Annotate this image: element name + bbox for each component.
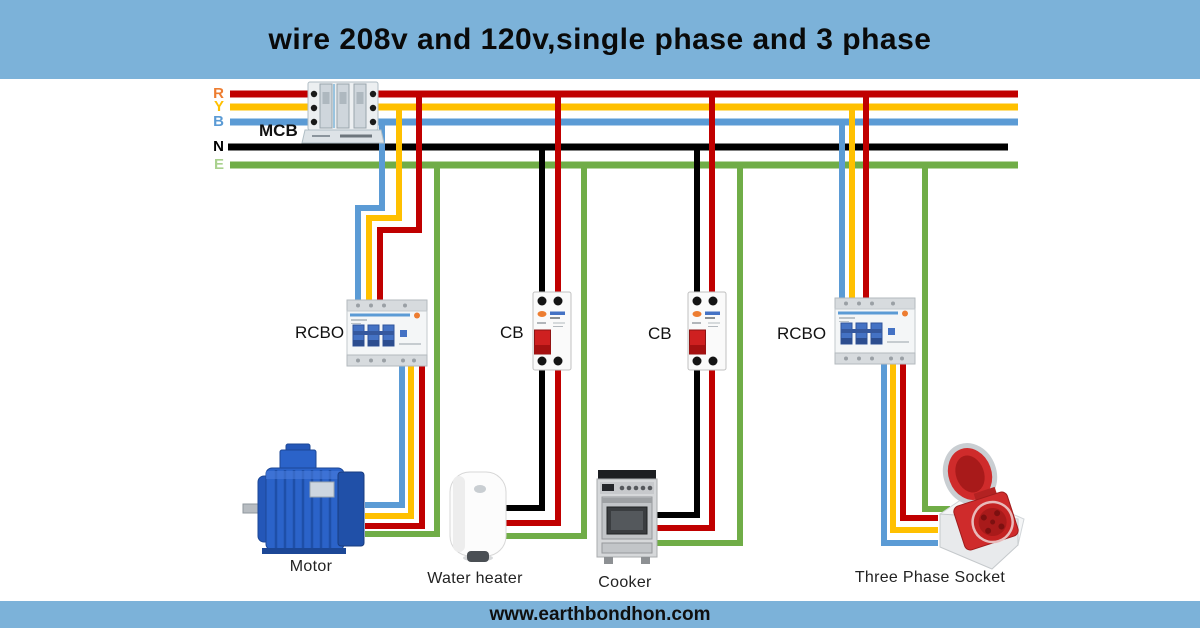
motor-wire-earth [365, 165, 440, 537]
motor-wire-yellow [365, 332, 414, 519]
socket-wire-earth [922, 165, 950, 512]
cb1-label: CB [500, 323, 524, 342]
heater-wire-neutral [504, 147, 545, 511]
mcb-breaker-icon [301, 81, 385, 144]
rcbo1-label: RCBO [295, 323, 345, 342]
heater-wire-earth [504, 165, 587, 539]
rcbo1-in-wire-yellow [366, 107, 402, 332]
bus-label-e: E [213, 156, 224, 173]
socket-wire-blue [881, 332, 938, 546]
rcbo2-breaker-icon [834, 297, 916, 365]
rcbo2-label: RCBO [777, 324, 827, 343]
cb2-breaker-icon [687, 291, 727, 371]
bus-label-y: Y [213, 98, 224, 115]
mcb-label: MCB [259, 121, 298, 140]
footer-url: www.earthbondhon.com [489, 603, 711, 625]
page-title: wire 208v and 120v,single phase and 3 ph… [268, 22, 932, 56]
cooker-wire-earth [654, 165, 743, 546]
water-heater-label: Water heater [427, 570, 523, 587]
three-phase-socket-label: Three Phase Socket [854, 569, 1006, 586]
motor-icon [242, 443, 365, 554]
cooker-label: Cooker [598, 574, 652, 591]
heater-wire-red [504, 94, 561, 526]
rcbo1-in-wire-blue [355, 122, 385, 332]
bus-label-n: N [213, 138, 224, 155]
socket-wire-yellow [890, 332, 938, 533]
bus-label-r: R [213, 85, 224, 102]
cooker-wire-neutral [654, 147, 700, 518]
motor-label: Motor [289, 558, 333, 575]
header-band: wire 208v and 120v,single phase and 3 ph… [0, 0, 1200, 79]
motor-wire-red [365, 332, 425, 529]
cooker-icon [596, 470, 658, 564]
three-phase-socket-icon [938, 443, 1025, 570]
branch-wires [355, 94, 950, 546]
cooker-wire-red [654, 94, 715, 531]
bus-label-b: B [213, 113, 224, 130]
footer-band: www.earthbondhon.com [0, 601, 1200, 628]
motor-wire-blue [365, 332, 405, 508]
cb2-label: CB [648, 324, 672, 343]
socket-receptacle [953, 491, 1019, 551]
cb1-breaker-icon [532, 291, 572, 371]
rcbo1-in-wire-red [377, 94, 422, 332]
rcbo1-breaker-icon [346, 299, 428, 367]
socket-wire-red [900, 332, 938, 521]
water-heater-icon [449, 471, 507, 562]
